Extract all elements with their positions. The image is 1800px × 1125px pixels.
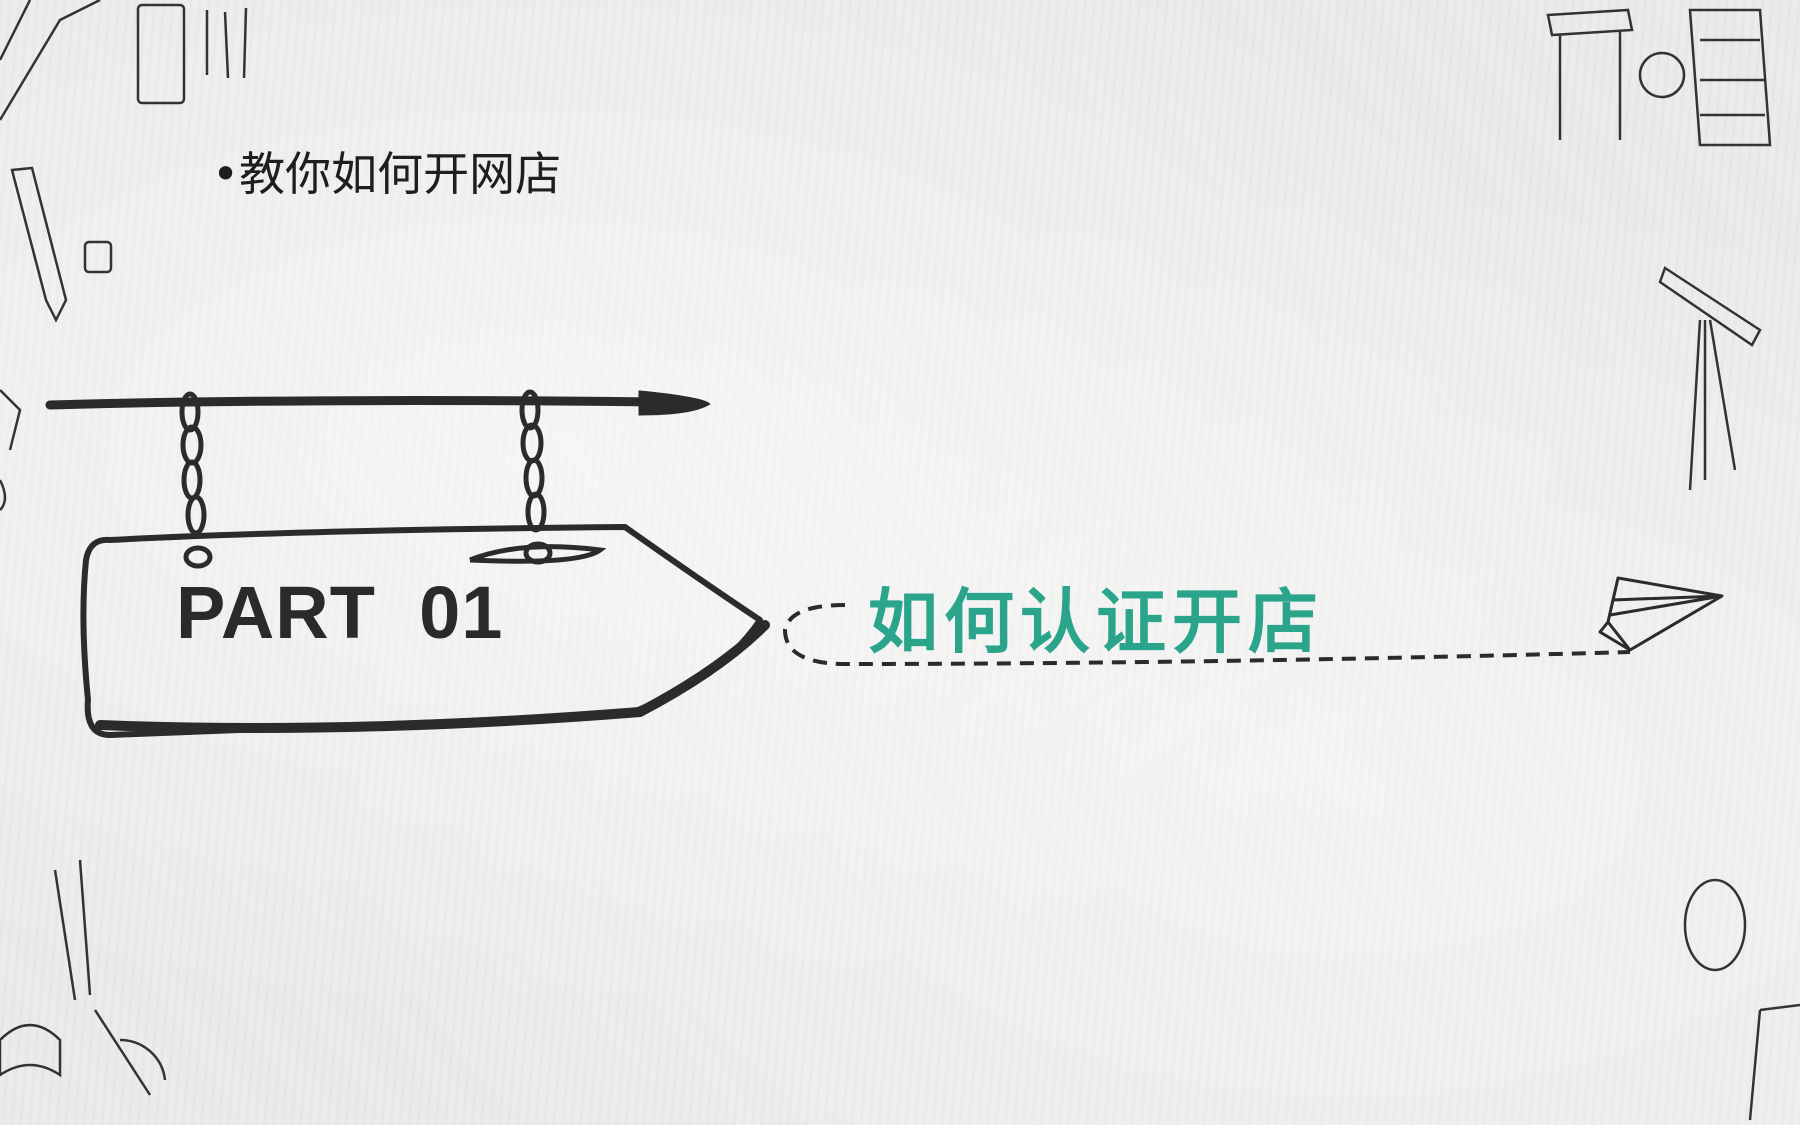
sharpener-icon [83, 240, 113, 274]
section-title: 如何认证开店 [868, 581, 1324, 663]
ruler-icon [93, 1009, 167, 1096]
desk-icon [1546, 8, 1634, 140]
abacus-icon [1688, 8, 1772, 147]
book-icon [0, 0, 101, 121]
sign-pole-icon [45, 390, 711, 416]
side-doodle-icon [0, 389, 22, 511]
pencil-icon [10, 166, 68, 323]
tape-icon [1683, 878, 1747, 972]
apple-book-icon [0, 1023, 62, 1078]
dashed-trail [782, 603, 1631, 667]
slide-subtitle: •教你如何开网店 [212, 147, 562, 201]
signboard-icon [80, 524, 770, 738]
notebook-icon [1748, 1003, 1800, 1121]
pencils-icon [53, 859, 92, 1001]
chain-icon [179, 389, 607, 569]
paper-plane-icon [1598, 576, 1724, 652]
part-label: PART 01 [176, 571, 504, 654]
telescope-icon [1658, 266, 1762, 491]
clock-icon [1638, 51, 1686, 99]
pens-icon [205, 7, 248, 79]
calculator-icon [136, 3, 186, 105]
